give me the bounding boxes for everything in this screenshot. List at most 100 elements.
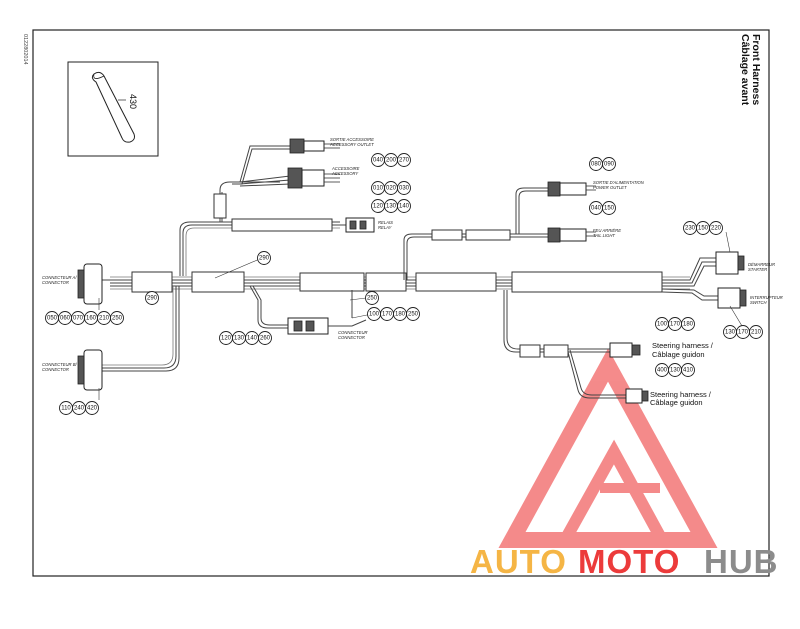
steering-label-2b: Câblage guidon bbox=[650, 398, 703, 407]
lower-middle-branch: CONNECTEUR CONNECTOR bbox=[249, 285, 368, 340]
tiny-label-2b: ACCESSORY bbox=[331, 171, 359, 176]
callout-number: 120 bbox=[221, 335, 232, 341]
drawing-frame bbox=[32, 29, 770, 577]
callout-number: 040 bbox=[591, 205, 602, 211]
callout-number: 100 bbox=[369, 311, 380, 317]
callout-circle bbox=[602, 201, 616, 215]
callout-number: 080 bbox=[591, 161, 602, 167]
callout-number: 110 bbox=[61, 405, 71, 411]
connector-a: CONNECTEUR A/ CONNECTOR bbox=[42, 263, 110, 305]
callout-circle bbox=[602, 157, 616, 171]
tiny-label-6a: DÉMARREUR bbox=[748, 262, 775, 267]
callout-number: 250 bbox=[408, 311, 419, 317]
tiny-label-3b: RELAY bbox=[378, 225, 393, 230]
watermark-text: AUTO MOTO HUB bbox=[470, 543, 779, 580]
callout-number: 240 bbox=[74, 405, 85, 411]
tiny-label-2a: ACCESSOIRE bbox=[331, 166, 360, 171]
connector-b: CONNECTEUR B/ CONNECTOR bbox=[42, 286, 180, 391]
callout-number: 170 bbox=[670, 321, 681, 327]
callout-number: 130 bbox=[386, 203, 397, 209]
steering-label-1a: Steering harness / bbox=[652, 341, 714, 350]
callout-circle bbox=[681, 363, 695, 377]
callout-number: 130 bbox=[670, 367, 681, 373]
callout-number: 010 bbox=[373, 185, 384, 191]
connector-a-label-2: CONNECTOR bbox=[42, 280, 69, 285]
tiny-label-7a: CONNECTEUR bbox=[338, 330, 368, 335]
tiny-label-5b: TAIL LIGHT bbox=[593, 233, 615, 238]
tiny-label-1a: SORTIE ACCESSOIRE bbox=[330, 137, 374, 142]
callout-number: 090 bbox=[604, 161, 615, 167]
callout-number: 050 bbox=[47, 315, 58, 321]
callout-circle bbox=[258, 331, 272, 345]
callout-circle bbox=[397, 181, 411, 195]
callout-circle bbox=[365, 291, 379, 305]
callout-number: 250 bbox=[112, 315, 123, 321]
tiny-label-7b: CONNECTOR bbox=[338, 335, 365, 340]
steering-label-2a: Steering harness / bbox=[650, 390, 712, 399]
callout-number: 270 bbox=[399, 157, 410, 163]
connector-b-label-2: CONNECTOR bbox=[42, 367, 69, 372]
callout-number: 160 bbox=[86, 315, 97, 321]
connector-a-label-1: CONNECTEUR A/ bbox=[42, 275, 77, 280]
harness-title: Front Harness Câblage avant bbox=[739, 34, 762, 106]
inset-part-box: 430 bbox=[67, 61, 159, 157]
title-fr: Câblage avant bbox=[739, 34, 751, 106]
right-upper-branch: SORTIE D'ALIMENTATION POWER OUTLET FEU A… bbox=[403, 180, 645, 280]
callout-number: 200 bbox=[386, 157, 397, 163]
watermark-logo bbox=[498, 348, 718, 548]
callout-circle bbox=[681, 317, 695, 331]
callout-number: 060 bbox=[60, 315, 71, 321]
main-trunk bbox=[110, 271, 690, 293]
watermark-moto: MOTO bbox=[578, 543, 680, 580]
relay-connector: RELAIS RELAY bbox=[345, 217, 393, 233]
leader-lines bbox=[98, 231, 743, 400]
accessory-connector-top: SORTIE ACCESSOIRE ACCESSORY OUTLET ACCES… bbox=[287, 137, 374, 189]
callout-number: 180 bbox=[683, 321, 694, 327]
callout-number: 140 bbox=[399, 203, 410, 209]
callout-number: 400 bbox=[657, 367, 668, 373]
callout-circle bbox=[406, 307, 420, 321]
callout-number: 290 bbox=[147, 295, 158, 301]
callout-circle bbox=[709, 221, 723, 235]
title-en: Front Harness bbox=[750, 34, 762, 105]
callout-circle bbox=[110, 311, 124, 325]
callout-circle bbox=[749, 325, 763, 339]
callout-number: 260 bbox=[260, 335, 271, 341]
callout-number: 420 bbox=[87, 405, 98, 411]
steering-branch: Steering harness / Câblage guidon Steeri… bbox=[503, 290, 714, 407]
callout-number: 170 bbox=[382, 311, 393, 317]
callout-circle bbox=[257, 251, 271, 265]
callout-number: 150 bbox=[604, 205, 615, 211]
callout-circle bbox=[145, 291, 159, 305]
callout-number: 120 bbox=[373, 203, 384, 209]
tiny-label-4a: SORTIE D'ALIMENTATION bbox=[593, 180, 645, 185]
callout-number: 100 bbox=[657, 321, 668, 327]
callout-number: 020 bbox=[386, 185, 397, 191]
callout-number: 150 bbox=[698, 225, 709, 231]
tiny-label-9b: SWITCH bbox=[750, 300, 767, 305]
callout-number: 210 bbox=[99, 315, 110, 321]
connector-b-label-1: CONNECTEUR B/ bbox=[42, 362, 78, 367]
tiny-label-9a: INTERRUPTEUR bbox=[750, 295, 783, 300]
callout-number: 170 bbox=[738, 329, 749, 335]
callout-number: 410 bbox=[683, 367, 694, 373]
tiny-label-6b: STARTER bbox=[748, 267, 767, 272]
callout-number: 220 bbox=[711, 225, 722, 231]
doc-code: 0122802014 bbox=[22, 34, 28, 65]
callout-circle bbox=[397, 199, 411, 213]
tiny-label-3a: RELAIS bbox=[378, 220, 393, 225]
tiny-label-5a: FEU ARRIÈRE bbox=[593, 228, 621, 233]
callout-number: 030 bbox=[399, 185, 410, 191]
tiny-label-4b: POWER OUTLET bbox=[593, 185, 627, 190]
tiny-label-1b: ACCESSORY OUTLET bbox=[329, 142, 374, 147]
callout-number: 230 bbox=[685, 225, 696, 231]
callout-number: 130 bbox=[725, 329, 736, 335]
callout-number: 040 bbox=[373, 157, 384, 163]
inset-part-number: 430 bbox=[128, 94, 138, 109]
callout-circle bbox=[397, 153, 411, 167]
watermark-hub: HUB bbox=[704, 543, 779, 580]
callout-number: 140 bbox=[247, 335, 258, 341]
